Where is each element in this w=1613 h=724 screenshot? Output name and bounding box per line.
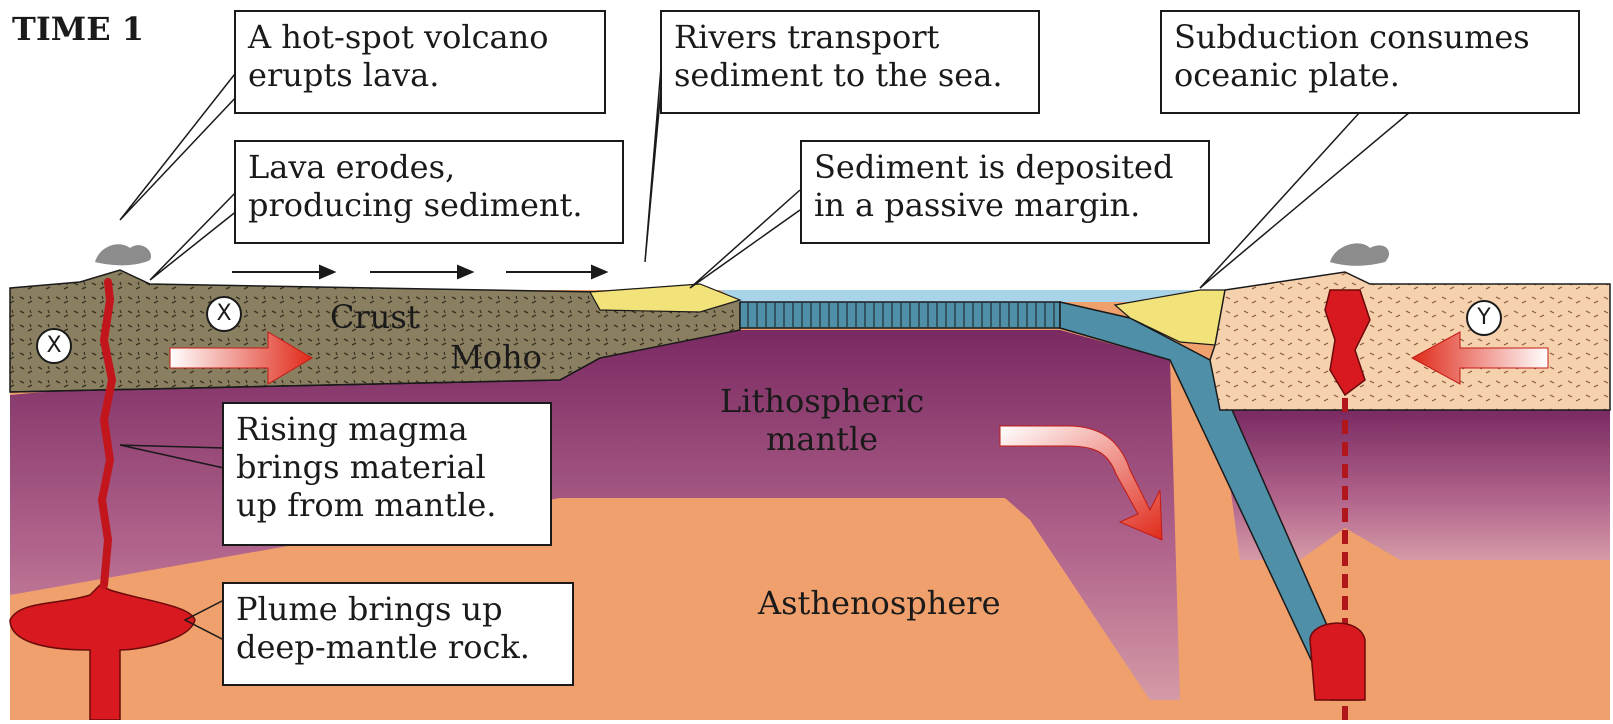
callout-line: A hot-spot volcano [248, 18, 592, 56]
callout-plume: Plume brings up deep-mantle rock. [222, 582, 574, 686]
callout-line: deep-mantle rock. [236, 628, 560, 666]
label-lithospheric-mantle: Lithospheric mantle [720, 382, 924, 458]
marker-x-left: X [36, 328, 72, 364]
callout-line: erupts lava. [248, 56, 592, 94]
callout-line: Plume brings up [236, 590, 560, 628]
callout-line: sediment to the sea. [674, 56, 1026, 94]
callout-rivers-transport: Rivers transport sediment to the sea. [660, 10, 1040, 114]
sediment-transport-arrows [232, 266, 606, 278]
label-line: mantle [720, 420, 924, 458]
callout-sediment-deposited: Sediment is deposited in a passive margi… [800, 140, 1210, 244]
callout-line: Rising magma [236, 410, 538, 448]
label-moho: Moho [450, 338, 542, 376]
callout-line: Rivers transport [674, 18, 1026, 56]
label-crust: Crust [330, 298, 420, 336]
callout-line: Subduction consumes [1174, 18, 1566, 56]
callout-line: Sediment is deposited [814, 148, 1196, 186]
label-asthenosphere: Asthenosphere [758, 584, 1001, 622]
callout-line: brings material [236, 448, 538, 486]
callout-subduction: Subduction consumes oceanic plate. [1160, 10, 1580, 114]
callout-line: producing sediment. [248, 186, 610, 224]
volcano-smoke-right [1330, 243, 1389, 265]
callout-hotspot-volcano: A hot-spot volcano erupts lava. [234, 10, 606, 114]
oceanic-plate [740, 302, 1060, 328]
callout-line: oceanic plate. [1174, 56, 1566, 94]
marker-x-mid: X [206, 296, 242, 332]
label-line: Lithospheric [720, 382, 924, 420]
volcano-smoke-left [95, 244, 151, 265]
callout-lava-erodes: Lava erodes, producing sediment. [234, 140, 624, 244]
callout-line: in a passive margin. [814, 186, 1196, 224]
callout-line: up from mantle. [236, 486, 538, 524]
marker-y-right: Y [1466, 300, 1502, 336]
slab-melt [1310, 623, 1365, 700]
callout-rising-magma: Rising magma brings material up from man… [222, 402, 552, 546]
continental-crust-right [1210, 272, 1610, 410]
figure-title: TIME 1 [12, 10, 144, 48]
callout-line: Lava erodes, [248, 148, 610, 186]
